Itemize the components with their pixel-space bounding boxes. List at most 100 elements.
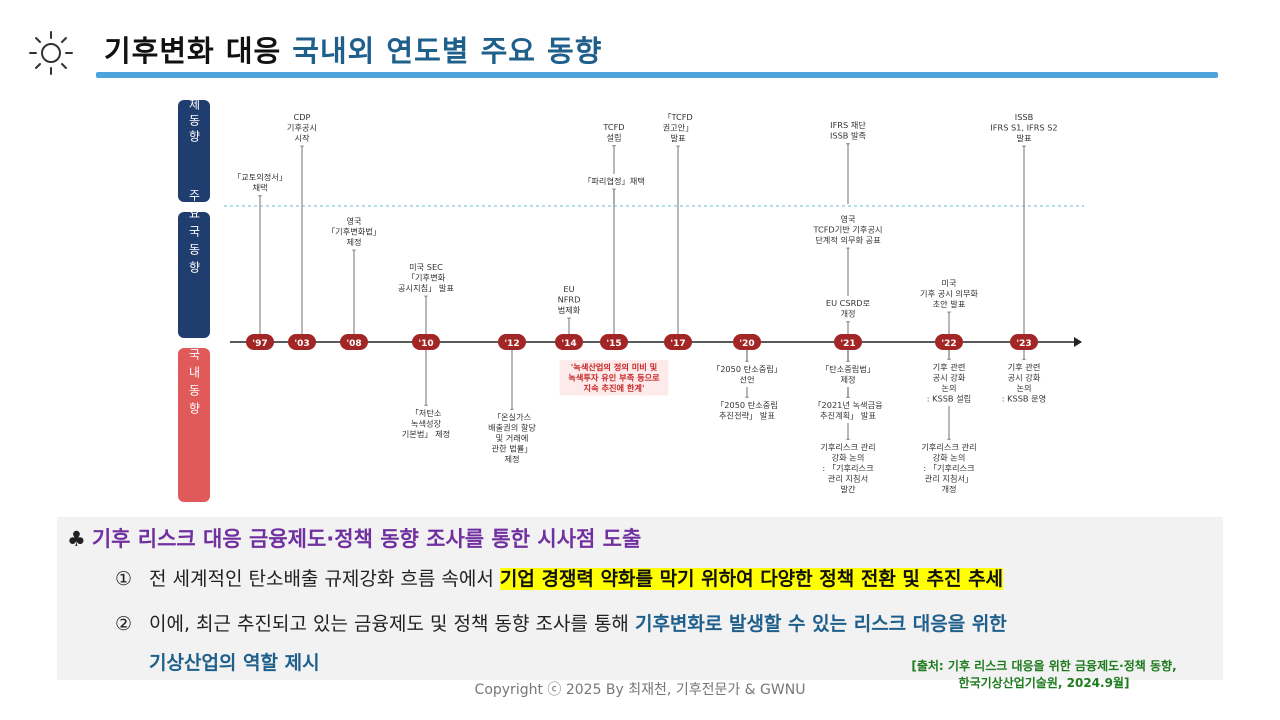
event-line: 제정 bbox=[504, 454, 519, 464]
timeline-event: 「2050 탄소중립」선언 bbox=[703, 362, 791, 387]
event-line: 및 거래에 bbox=[496, 433, 529, 443]
item-2-number: ② bbox=[115, 613, 133, 635]
event-line: 초안 발표 bbox=[933, 299, 966, 309]
item-1-highlight: 기업 경쟁력 약화를 막기 위하여 다양한 정책 전환 및 추진 추세 bbox=[499, 568, 1004, 590]
event-line: ISSB 발족 bbox=[830, 131, 867, 141]
timeline-event: 「교토의정서」채택 bbox=[230, 170, 290, 195]
source-citation: [출처: 기후 리스크 대응을 위한 금융제도·정책 동향, 한국기상산업기술원… bbox=[869, 658, 1219, 692]
event-line: 영국 bbox=[840, 214, 856, 224]
year-label: '17 bbox=[670, 339, 685, 349]
timeline-figure: 국제동향 주요국동향 국내동향 '97'03'08'10'12'14'15'17… bbox=[178, 94, 1086, 502]
event-line: : 「기후리스크 bbox=[923, 463, 975, 473]
event-line: 채택 bbox=[252, 183, 267, 193]
year-label: '21 bbox=[840, 339, 855, 349]
event-line: 공시 강화 bbox=[1008, 373, 1041, 383]
event-line: 「저탄소 bbox=[411, 408, 442, 418]
year-label: '03 bbox=[294, 339, 309, 349]
event-line: 「2050 탄소중립 bbox=[716, 400, 778, 410]
event-line: 논의 bbox=[1016, 383, 1031, 393]
year-marker: '17 bbox=[664, 334, 692, 350]
row-label-major: 주요국동향 bbox=[178, 189, 210, 338]
event-line: 법제화 bbox=[558, 305, 581, 315]
event-line: EU bbox=[563, 284, 574, 294]
event-line: 기후리스크 관리 bbox=[921, 442, 976, 452]
year-label: '97 bbox=[252, 339, 267, 349]
timeline-event: 「탄소중립법」제정 bbox=[818, 362, 878, 387]
event-line: 「기후변화 bbox=[407, 273, 446, 283]
event-line: 추진계획」 발표 bbox=[820, 411, 876, 421]
title-underline bbox=[96, 72, 1218, 78]
event-line: 선언 bbox=[739, 375, 754, 385]
event-line: 논의 bbox=[941, 383, 956, 393]
event-line: 「탄소중립법」 bbox=[821, 364, 875, 374]
event-line: 「교토의정서」 bbox=[233, 172, 287, 182]
year-marker: '20 bbox=[733, 334, 761, 350]
event-line: 미국 bbox=[941, 278, 957, 288]
item-1-number: ① bbox=[115, 568, 133, 590]
title-part1: 기후변화 대응 bbox=[104, 34, 282, 68]
event-line: 기본법」 제정 bbox=[402, 429, 450, 439]
event-line: 기후 관련 bbox=[1008, 362, 1041, 372]
event-line: : 「기후리스크 bbox=[822, 463, 874, 473]
source-line-1: [출처: 기후 리스크 대응을 위한 금융제도·정책 동향, bbox=[911, 659, 1177, 673]
year-marker: '97 bbox=[246, 334, 274, 350]
year-label: '14 bbox=[561, 339, 576, 349]
event-line: 녹색성장 bbox=[411, 419, 442, 429]
event-line: 공시 강화 bbox=[933, 373, 966, 383]
event-line: 관리 지침서 bbox=[828, 474, 868, 484]
year-label: '23 bbox=[1016, 339, 1031, 349]
year-marker: '14 bbox=[555, 334, 583, 350]
event-line: 기후공시 bbox=[287, 123, 317, 133]
event-line: 개정 bbox=[941, 484, 956, 494]
year-marker: '12 bbox=[498, 334, 526, 350]
item-2-bold: 기후변화로 발생할 수 있는 리스크 대응을 위한 bbox=[634, 613, 1007, 635]
event-line: : KSSB 설립 bbox=[927, 394, 971, 404]
event-line: : KSSB 운영 bbox=[1002, 394, 1046, 404]
event-line: 관한 법률」 bbox=[492, 444, 533, 454]
event-line: 배출권의 할당 bbox=[488, 423, 536, 433]
row-label-domestic: 국내동향 bbox=[178, 348, 210, 502]
timeline-event: 영국「기후변화법」제정 bbox=[324, 214, 384, 250]
event-line: 녹색투자 유인 부족 등으로 bbox=[568, 373, 660, 383]
event-line: EU CSRD로 bbox=[826, 298, 871, 308]
sun-icon bbox=[29, 31, 73, 75]
event-line: 권고안」 bbox=[663, 123, 694, 133]
event-line: 발간 bbox=[840, 484, 856, 494]
year-label: '12 bbox=[504, 339, 519, 349]
title-part2: 국내외 연도별 주요 동향 bbox=[292, 34, 603, 68]
event-line: ISSB bbox=[1015, 112, 1034, 122]
event-line: 설립 bbox=[606, 133, 621, 143]
event-line: '녹색산업의 정의 미비 및 bbox=[571, 362, 658, 372]
event-line: 「온실가스 bbox=[493, 412, 532, 422]
event-line: 기후 관련 bbox=[933, 362, 966, 372]
item-1-text: 전 세계적인 탄소배출 규제강화 흐름 속에서 bbox=[149, 568, 494, 590]
event-line: 「2050 탄소중립」 bbox=[712, 364, 782, 374]
event-line: 영국 bbox=[346, 216, 362, 226]
row-label-international-text: 국제동향 bbox=[187, 94, 201, 146]
year-label: '08 bbox=[346, 339, 361, 349]
event-line: 「파리협정」채택 bbox=[583, 176, 645, 186]
item-2-bold-cont: 기상산업의 역할 제시 bbox=[149, 652, 320, 674]
year-marker: '21 bbox=[834, 334, 862, 350]
event-line: 개정 bbox=[840, 309, 855, 319]
event-line: 강화 논의 bbox=[933, 453, 966, 463]
year-label: '22 bbox=[941, 339, 956, 349]
year-marker: '23 bbox=[1010, 334, 1038, 350]
club-icon: ♣ bbox=[67, 527, 86, 551]
event-line: 강화 논의 bbox=[832, 453, 865, 463]
